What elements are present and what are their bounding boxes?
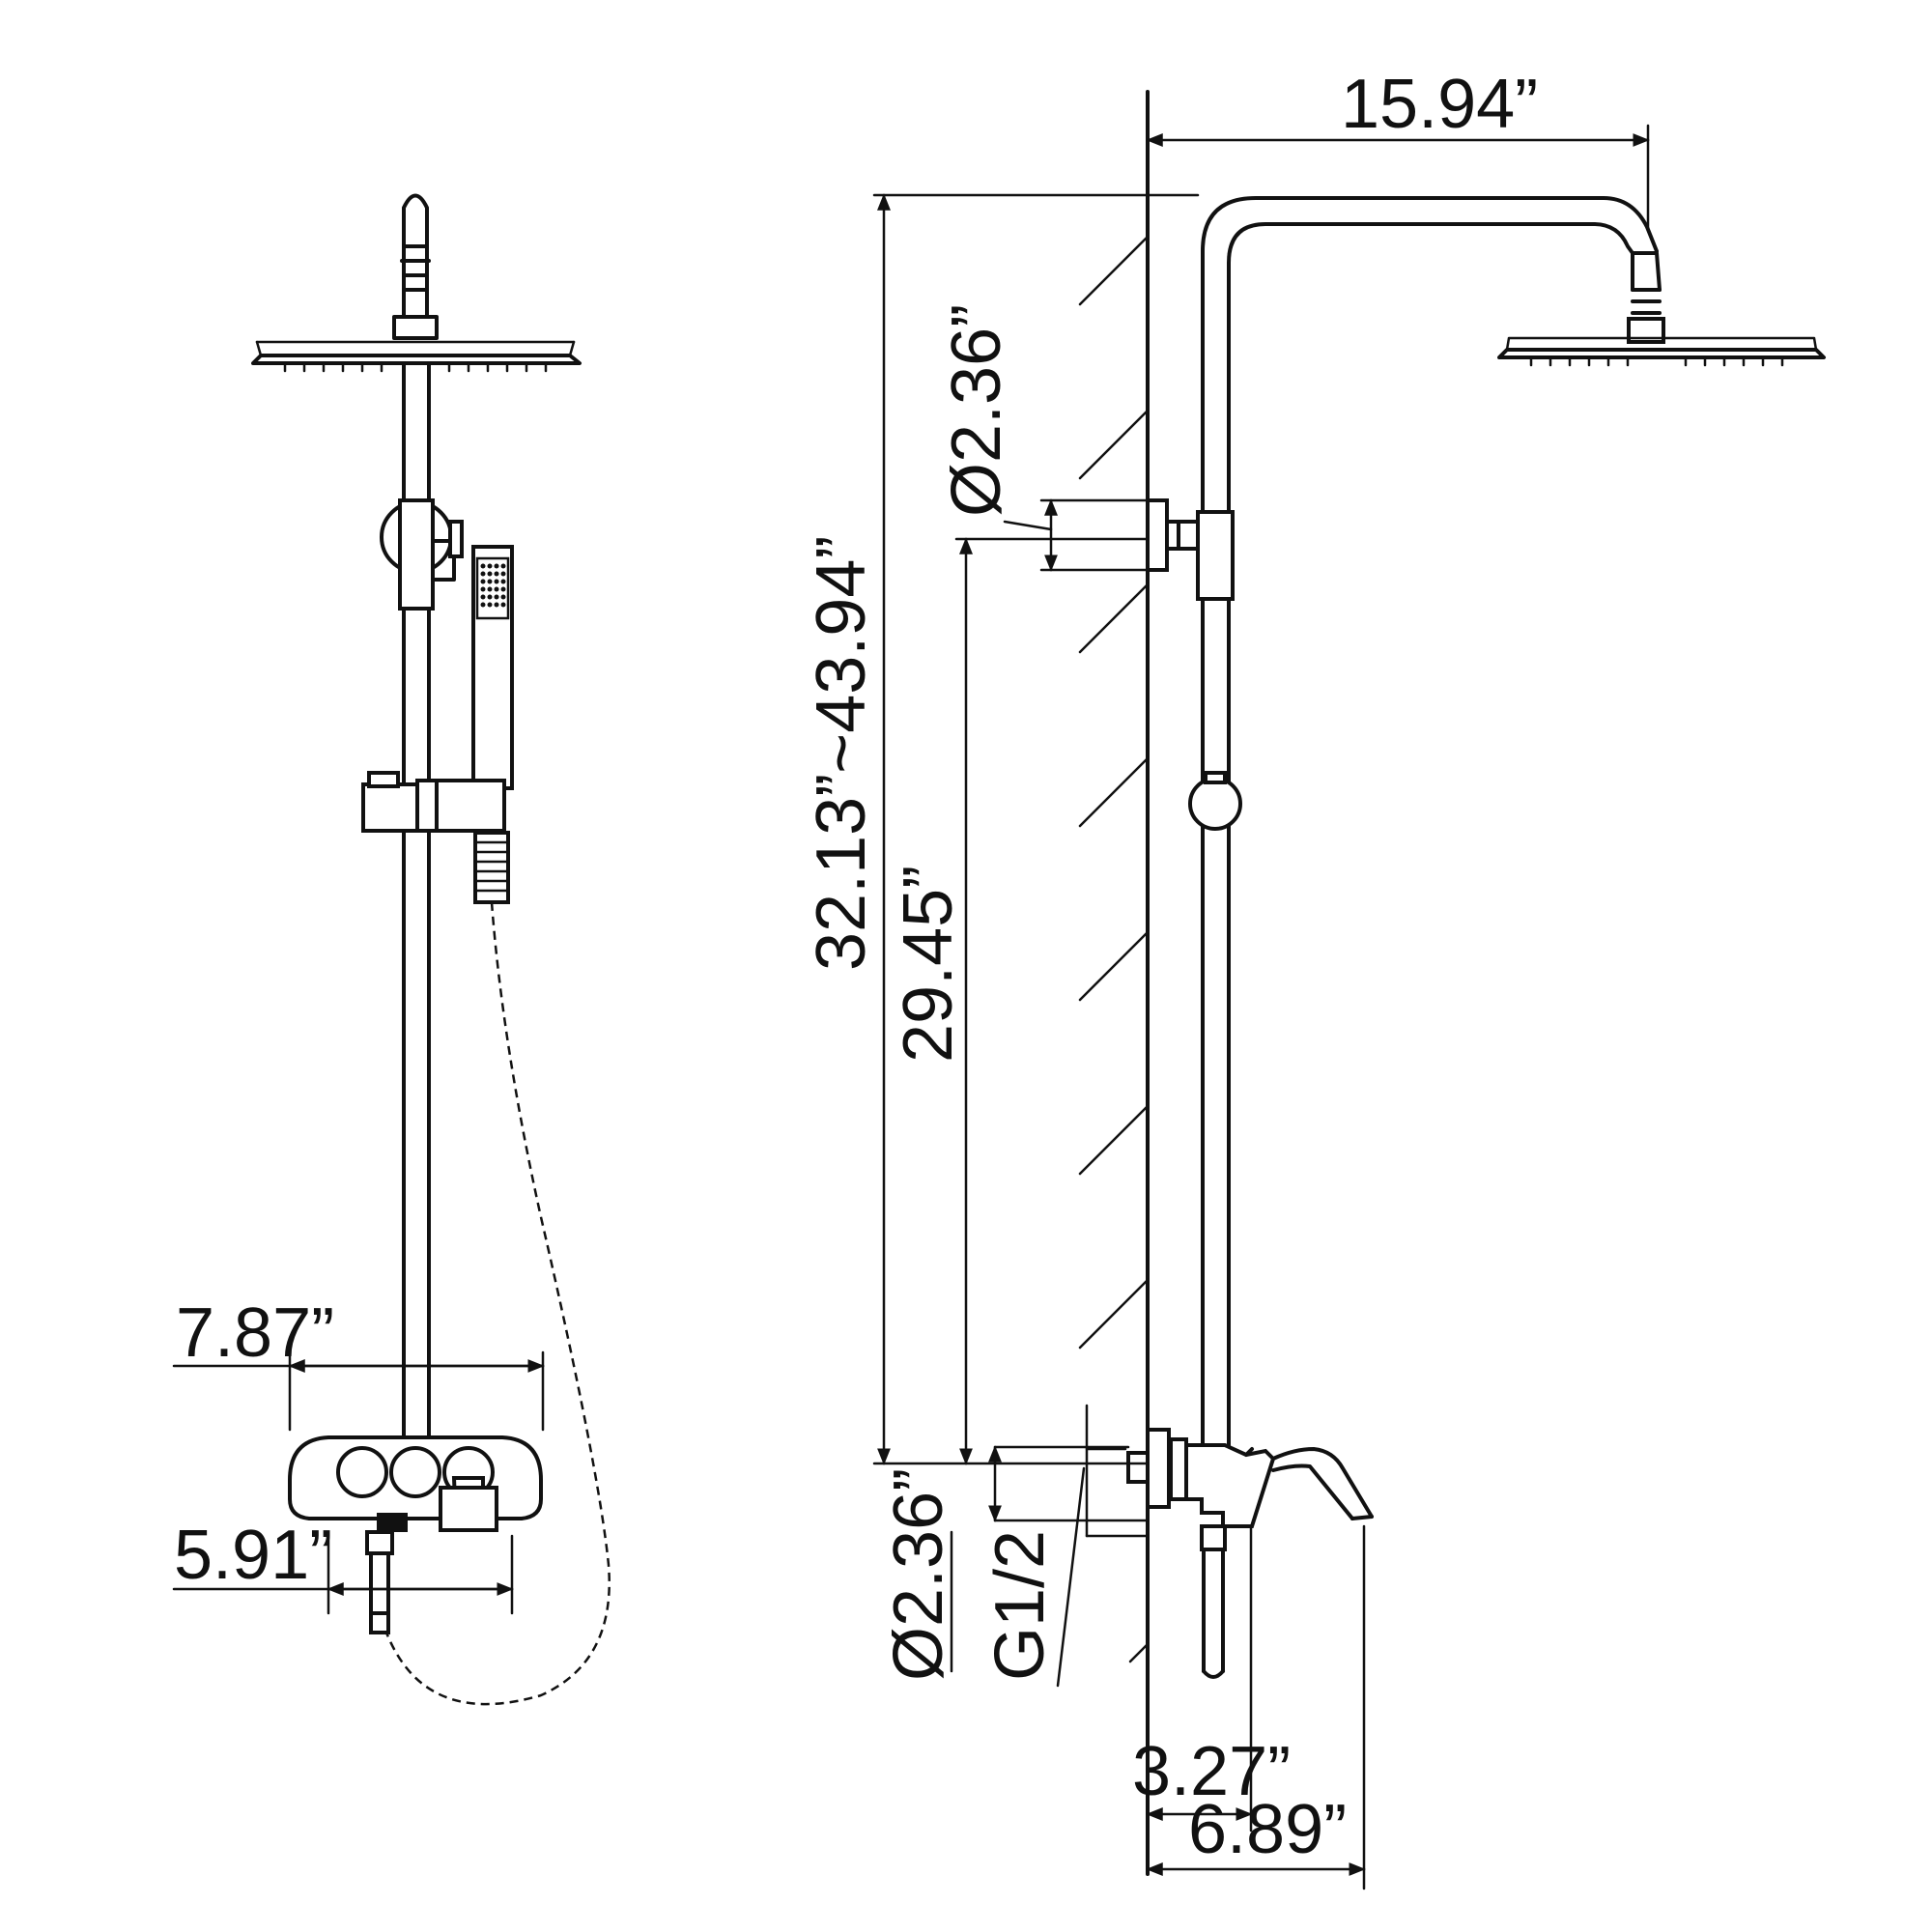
- shower-head-side: [1497, 336, 1826, 367]
- hose-connector: [473, 831, 510, 904]
- dim-upper-flange: Ø2.36”: [938, 304, 1150, 572]
- upper-wall-bracket: [1146, 498, 1235, 601]
- dim-inlet-thread: G1/2: [981, 1404, 1150, 1688]
- mixer-valve-front: [288, 1435, 543, 1532]
- ball-joint: [392, 244, 439, 340]
- dim-lower-flange-label: Ø2.36”: [880, 1468, 957, 1681]
- dim-wall-to-spout-label: 6.89”: [1188, 1791, 1347, 1868]
- dim-wall-to-pipe: 3.27”: [1132, 1524, 1291, 1833]
- dim-bracket-spacing: 29.45”: [890, 537, 1150, 1465]
- dim-mixer-width-label: 7.87”: [176, 1294, 334, 1372]
- riser-and-arm-side: [1201, 196, 1659, 528]
- dim-outlet-spacing-label: 5.91”: [174, 1517, 332, 1594]
- slide-holder-side: [1188, 771, 1242, 831]
- hand-shower: [471, 545, 514, 790]
- top-finial: [402, 193, 429, 248]
- shower-head-front: [251, 340, 582, 373]
- dim-head-arm-reach-label: 15.94”: [1341, 66, 1538, 143]
- dim-total-height: 32.13”~43.94”: [803, 193, 1200, 1465]
- dim-upper-flange-label: Ø2.36”: [938, 304, 1015, 517]
- hose: [384, 901, 611, 1706]
- lower-riser-side: [1201, 597, 1231, 1451]
- diverter-knob: [380, 498, 464, 611]
- mixer-valve-side: [1126, 1428, 1374, 1679]
- dim-wall-to-spout: 6.89”: [1146, 1524, 1366, 1890]
- dim-head-arm-reach: 15.94”: [1146, 66, 1650, 232]
- ball-joint-side: [1627, 251, 1665, 344]
- wall: [1078, 90, 1150, 1876]
- front-view: 7.87” 5.91”: [172, 193, 611, 1706]
- slide-holder: [361, 771, 506, 833]
- dim-bracket-spacing-label: 29.45”: [890, 866, 967, 1063]
- side-view: 15.94” 32.13”~43.94” 29.45” Ø2.36”: [803, 66, 1826, 1890]
- dim-lower-flange: Ø2.36”: [880, 1445, 1150, 1681]
- dim-outlet-spacing: 5.91”: [172, 1517, 514, 1615]
- dim-total-height-label: 32.13”~43.94”: [803, 536, 880, 971]
- dim-mixer-width: 7.87”: [172, 1294, 545, 1432]
- dim-wall-to-pipe-label: 3.27”: [1132, 1733, 1291, 1810]
- bottom-outlet: [365, 1530, 394, 1634]
- dim-inlet-thread-label: G1/2: [981, 1530, 1059, 1681]
